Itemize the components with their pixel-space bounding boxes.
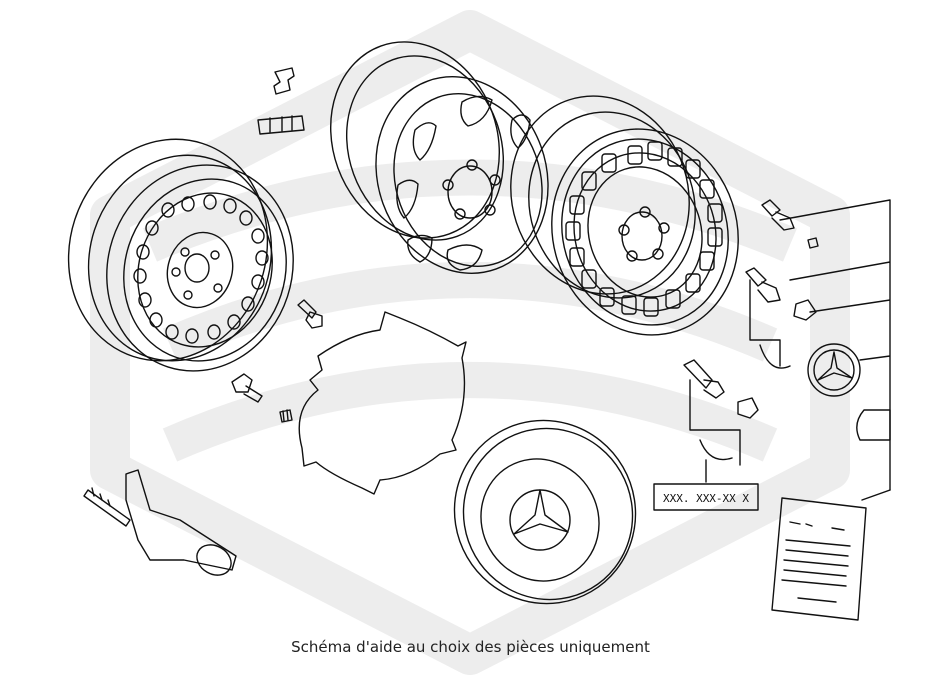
instruction-sheet [771, 497, 867, 621]
wheel-bolt [297, 299, 323, 329]
part-number-label: XXX. XXX-XX X [663, 492, 749, 505]
diagram-caption: Schéma d'aide au choix des pièces unique… [291, 638, 650, 656]
alloy-wheel [329, 41, 549, 274]
lug-wrench [83, 469, 237, 576]
balance-weight-clip [257, 67, 305, 135]
wheel-bolt-right [683, 199, 819, 419]
hubcap [453, 419, 637, 605]
vent-holes [133, 194, 269, 344]
wheel-cover-plate [298, 311, 467, 495]
watermark-logo [90, 10, 850, 675]
spoked-alloy-wheel [510, 95, 739, 336]
callout-leaders [689, 199, 891, 501]
tire-valve [231, 373, 293, 423]
center-cap-emblem [807, 343, 861, 397]
part-number-box [653, 483, 759, 511]
spoke-segments [565, 141, 723, 317]
star-emblem [509, 489, 571, 551]
steel-wheel [67, 138, 294, 372]
